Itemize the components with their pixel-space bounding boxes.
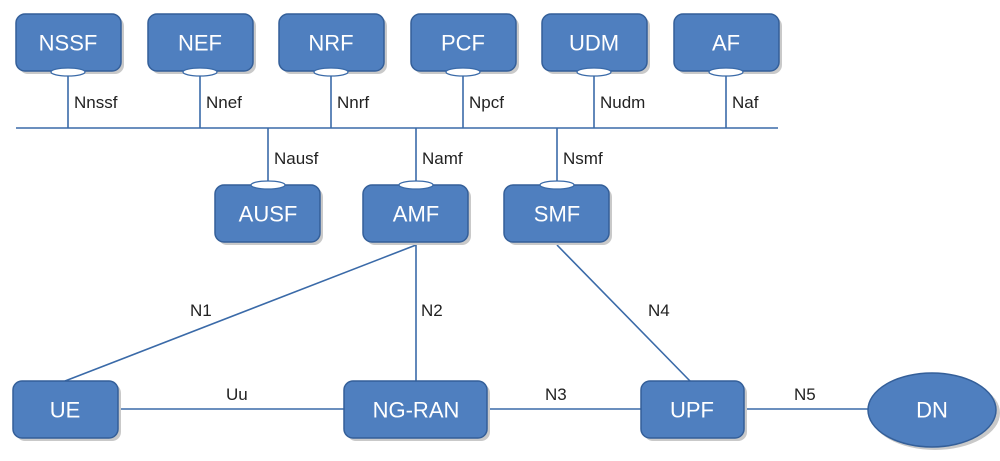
udm-node: UDM [541, 13, 650, 77]
amf-label: AMF [393, 202, 439, 227]
nudm-label: Nudm [600, 93, 645, 112]
n5-label: N5 [794, 385, 816, 404]
smf-service-port [539, 180, 575, 190]
amf-service-port [398, 180, 434, 190]
dn-node: DN [867, 372, 1000, 450]
amf-node: AMF [362, 180, 471, 245]
nef-label: NEF [178, 31, 222, 56]
ngran-label: NG-RAN [373, 398, 460, 423]
ausf-label: AUSF [239, 202, 298, 227]
pcf-label: PCF [441, 31, 485, 56]
smf-label: SMF [534, 202, 580, 227]
upf-label: UPF [670, 398, 714, 423]
ausf-service-port [250, 180, 286, 190]
smf-node: SMF [503, 180, 612, 245]
naf-label: Naf [732, 93, 759, 112]
af-node: AF [673, 13, 782, 77]
af-label: AF [712, 31, 740, 56]
af-service-port [708, 67, 744, 77]
nnssf-label: Nnssf [74, 93, 118, 112]
nef-node: NEF [147, 13, 256, 77]
pcf-node: PCF [410, 13, 519, 77]
n3-label: N3 [545, 385, 567, 404]
n2-label: N2 [421, 301, 443, 320]
npcf-label: Npcf [469, 93, 504, 112]
nssf-label: NSSF [39, 31, 98, 56]
nrf-label: NRF [308, 31, 353, 56]
n4-label: N4 [648, 301, 670, 320]
nnrf-label: Nnrf [337, 93, 369, 112]
dn-label: DN [916, 398, 948, 423]
nrf-service-port [313, 67, 349, 77]
nsmf-label: Nsmf [563, 149, 603, 168]
nssf-service-port [50, 67, 86, 77]
namf-label: Namf [422, 149, 463, 168]
nssf-node: NSSF [15, 13, 124, 77]
ue-label: UE [50, 398, 81, 423]
upf-node: UPF [640, 380, 747, 441]
ngran-node: NG-RAN [343, 380, 490, 441]
nausf-label: Nausf [274, 149, 319, 168]
ausf-node: AUSF [214, 180, 323, 245]
nrf-node: NRF [278, 13, 387, 77]
nnef-label: Nnef [206, 93, 242, 112]
n1-label: N1 [190, 301, 212, 320]
nef-service-port [182, 67, 218, 77]
n1-link [64, 244, 417, 382]
udm-service-port [576, 67, 612, 77]
ue-node: UE [12, 380, 121, 441]
pcf-service-port [445, 67, 481, 77]
uu-label: Uu [226, 385, 248, 404]
n4-link [556, 244, 691, 382]
udm-label: UDM [569, 31, 619, 56]
